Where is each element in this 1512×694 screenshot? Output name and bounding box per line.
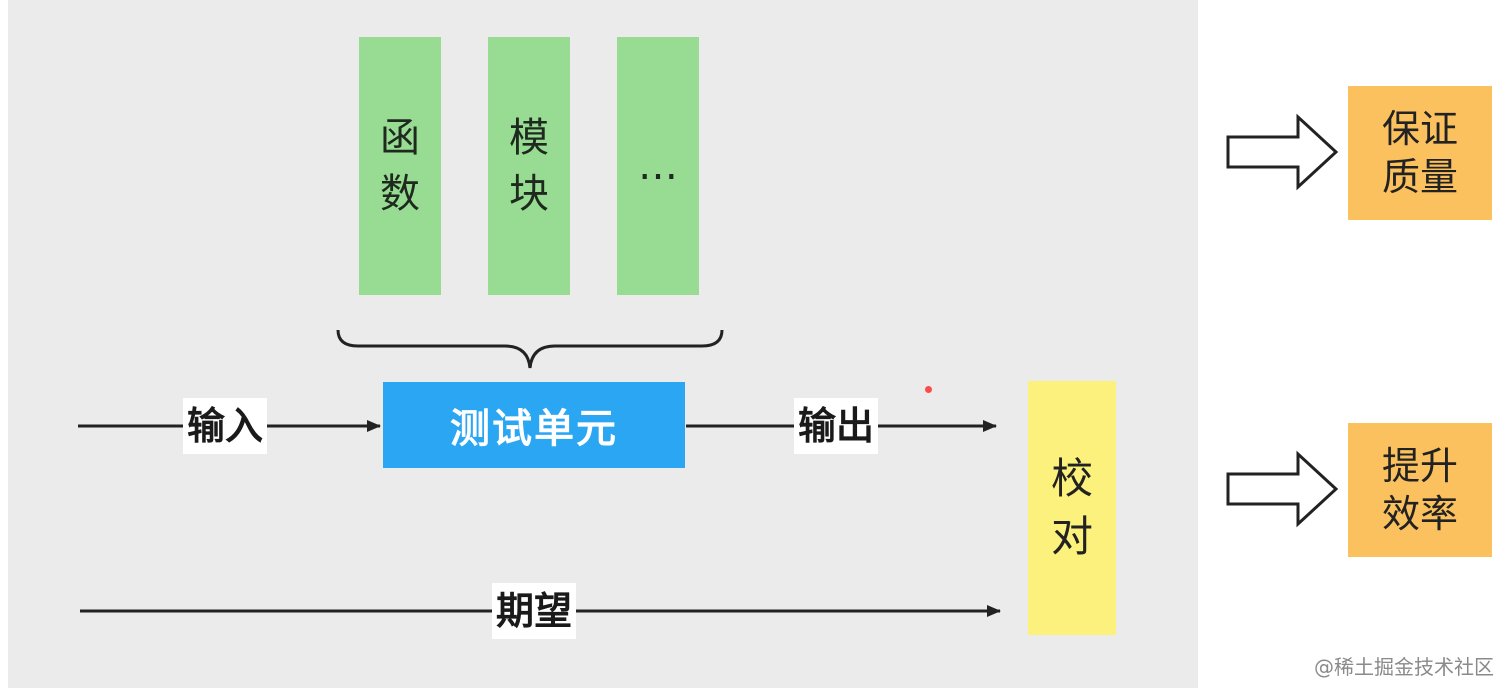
footer-watermark: @稀土掘金技术社区 [1314, 655, 1494, 679]
quality-block-arrow [1226, 113, 1339, 191]
check-label: 校对 [1050, 454, 1093, 561]
module-label: 模块 [509, 115, 549, 217]
expected-label: 期望 [492, 583, 577, 639]
input-label: 输入 [183, 398, 268, 454]
check-box: 校对 [1028, 381, 1116, 635]
quality-box: 保证质量 [1348, 86, 1492, 220]
grouping-brace [336, 329, 724, 369]
efficiency-label: 提升效率 [1381, 444, 1458, 536]
unit-under-test-label: 测试单元 [450, 406, 618, 452]
pointer-dot [925, 386, 932, 393]
unit-under-test-box: 测试单元 [383, 382, 685, 468]
efficiency-block-arrow [1226, 450, 1339, 528]
module-box: 模块 [488, 37, 570, 295]
more-components-box: … [617, 37, 699, 295]
efficiency-box: 提升效率 [1348, 423, 1492, 557]
function-label: 函数 [380, 115, 420, 217]
output-label: 输出 [794, 398, 879, 454]
function-box: 函数 [359, 37, 441, 295]
quality-label: 保证质量 [1381, 107, 1458, 199]
diagram-panel [8, 0, 1198, 688]
more-label: … [638, 143, 678, 189]
